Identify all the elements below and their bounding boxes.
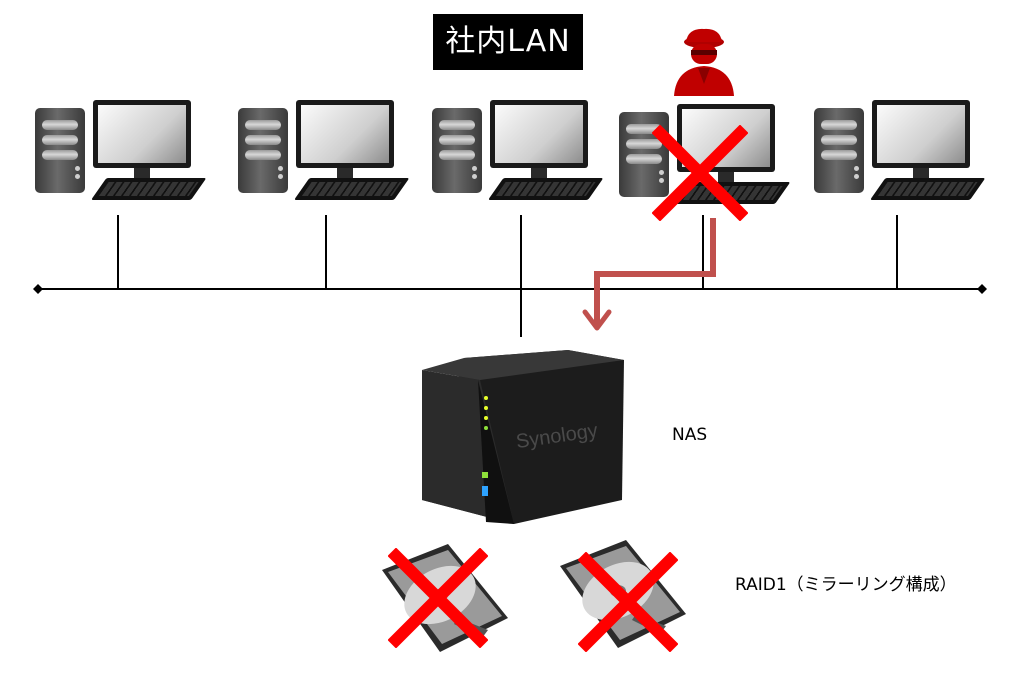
lan-title: 社内LAN xyxy=(433,14,583,70)
desktop-computer-icon xyxy=(35,100,207,210)
nas-label: NAS xyxy=(672,425,708,445)
desktop-computer-icon xyxy=(238,100,410,210)
attack-arrow xyxy=(594,218,716,326)
desktop-computer-icon xyxy=(619,104,791,214)
attack-arrow-head xyxy=(582,309,612,331)
lan-bus-end-left xyxy=(33,284,43,294)
raid-label: RAID1（ミラーリング構成） xyxy=(735,575,957,595)
nas-device-icon: Synology xyxy=(422,350,624,524)
desktop-computer-icon xyxy=(814,100,986,210)
cross-icon xyxy=(652,125,748,221)
cross-icon xyxy=(578,552,678,652)
desktop-computer-icon xyxy=(432,100,604,210)
lan-bus-end-right xyxy=(977,284,987,294)
cross-icon xyxy=(388,548,488,648)
hacker-icon xyxy=(674,28,734,96)
